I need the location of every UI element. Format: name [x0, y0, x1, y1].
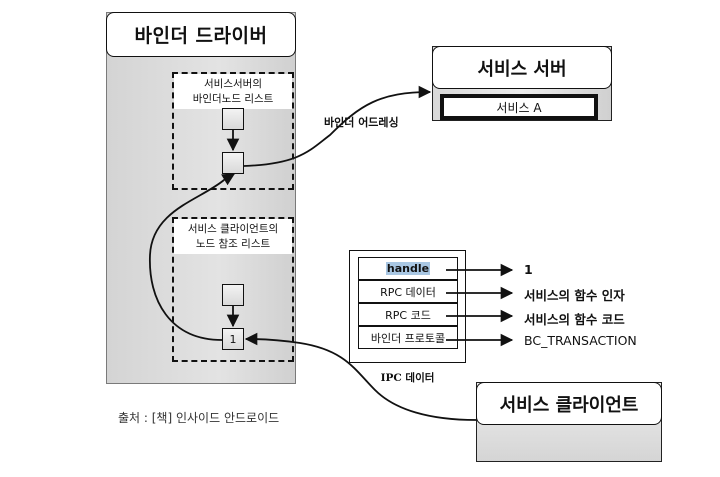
- ipc-value-rpc-code: 서비스의 함수 코드: [524, 312, 625, 327]
- ipc-data-caption: IPC 데이터: [380, 372, 435, 384]
- node-ref-handle: 1: [222, 328, 244, 350]
- ipc-row-rpc-data: RPC 데이터: [358, 280, 458, 303]
- service-client-title: 서비스 클라이언트: [476, 382, 662, 425]
- server-list-label: 서비스서버의 바인더노드 리스트: [174, 74, 292, 109]
- node-ref: [222, 284, 244, 306]
- ipc-row-binder-protocol: 바인더 프로토콜: [358, 326, 458, 349]
- client-list-label-line1: 서비스 클라이언트의: [187, 223, 279, 235]
- binder-addressing-label: 바인더 어드레싱: [324, 116, 399, 129]
- ipc-value-rpc-data: 서비스의 함수 인자: [524, 288, 625, 303]
- server-list-label-line2: 바인더노드 리스트: [192, 93, 274, 105]
- binder-node-target: [222, 152, 244, 174]
- ipc-row-handle: handle: [358, 257, 458, 280]
- ipc-field-binder-protocol: 바인더 프로토콜: [370, 331, 446, 345]
- binder-driver-title: 바인더 드라이버: [106, 12, 296, 57]
- ipc-row-rpc-code: RPC 코드: [358, 303, 458, 326]
- ipc-field-handle: handle: [385, 262, 431, 275]
- client-list-label: 서비스 클라이언트의 노드 참조 리스트: [174, 219, 292, 254]
- service-server-title: 서비스 서버: [432, 46, 612, 89]
- binder-node: [222, 108, 244, 130]
- ipc-value-binder-protocol: BC_TRANSACTION: [524, 333, 637, 348]
- ipc-value-handle: 1: [524, 262, 533, 277]
- ipc-field-rpc-data: RPC 데이터: [380, 285, 436, 299]
- service-a-box: 서비스 A: [440, 94, 598, 120]
- source-caption: 출처 : [책] 인사이드 안드로이드: [118, 411, 280, 425]
- server-list-label-line1: 서비스서버의: [204, 78, 262, 90]
- ipc-field-rpc-code: RPC 코드: [385, 308, 431, 322]
- client-list-label-line2: 노드 참조 리스트: [195, 238, 271, 250]
